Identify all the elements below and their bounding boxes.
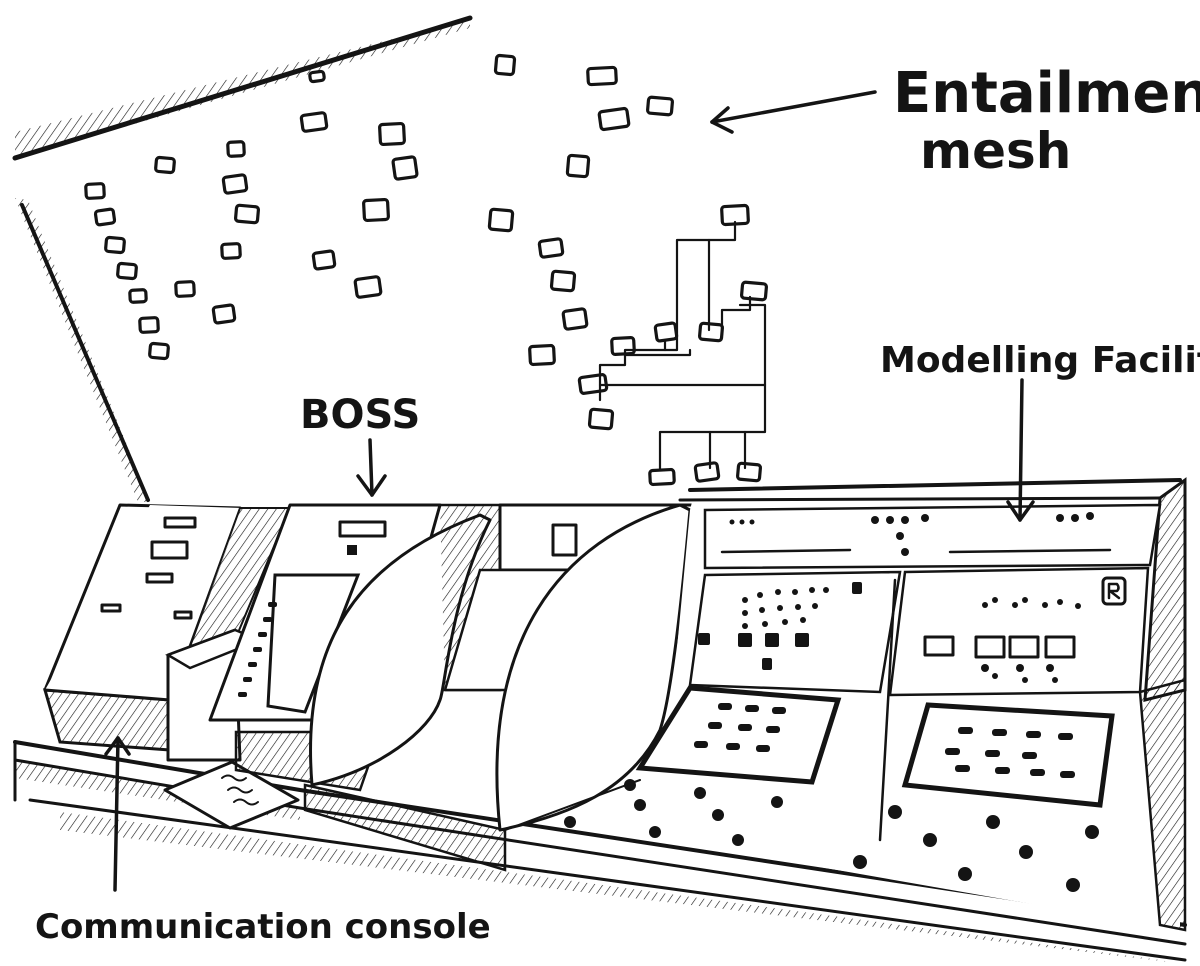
mesh-node bbox=[587, 407, 615, 431]
mesh-node bbox=[537, 237, 565, 259]
arrow-communication bbox=[104, 736, 131, 892]
mesh-nodes bbox=[84, 53, 769, 487]
mesh-node bbox=[739, 280, 769, 302]
mesh-node bbox=[116, 261, 138, 281]
mesh-node bbox=[311, 249, 337, 271]
mesh-node bbox=[648, 467, 676, 487]
mesh-node bbox=[697, 321, 725, 343]
arrow-boss bbox=[356, 438, 387, 497]
mesh-node bbox=[378, 121, 406, 147]
mesh-connector-tree bbox=[598, 220, 767, 472]
mesh-node bbox=[391, 155, 419, 181]
mesh-node bbox=[610, 335, 636, 357]
mesh-node bbox=[211, 303, 237, 325]
mesh-node bbox=[597, 106, 631, 132]
mesh-node bbox=[735, 461, 763, 483]
mesh-node bbox=[653, 321, 679, 343]
mesh-node bbox=[138, 316, 160, 334]
mesh-node bbox=[154, 155, 176, 175]
mesh-node bbox=[528, 343, 556, 367]
mesh-node bbox=[493, 53, 517, 77]
arrow-modelling bbox=[1006, 378, 1035, 522]
mesh-node bbox=[561, 307, 589, 331]
mesh-node bbox=[362, 197, 390, 223]
communication-console bbox=[42, 503, 300, 830]
mesh-node bbox=[93, 207, 117, 227]
mesh-node bbox=[226, 140, 246, 158]
modelling-facility bbox=[504, 477, 1187, 932]
mesh-node bbox=[84, 182, 106, 200]
mesh-node bbox=[645, 95, 675, 117]
console-bank bbox=[13, 477, 1187, 962]
mesh-node bbox=[104, 235, 126, 255]
mesh-node bbox=[148, 341, 170, 361]
label-entailment: Entailment bbox=[893, 61, 1200, 126]
label-communication-console: Communication console bbox=[35, 907, 491, 947]
mesh-node bbox=[586, 65, 618, 87]
curved-wing-right bbox=[495, 503, 692, 832]
mesh-node bbox=[549, 269, 577, 293]
mesh-node bbox=[308, 69, 326, 84]
mesh-node bbox=[233, 203, 261, 225]
entailment-mesh-wall bbox=[12, 0, 473, 502]
curved-wing-left bbox=[303, 503, 507, 872]
label-modelling-facility: Modelling Facility bbox=[880, 340, 1200, 381]
mesh-node bbox=[487, 207, 515, 233]
mesh-node bbox=[128, 288, 148, 304]
mesh-node bbox=[693, 461, 721, 483]
label-mesh: mesh bbox=[920, 122, 1071, 180]
mesh-node bbox=[299, 111, 329, 133]
mesh-node bbox=[221, 173, 249, 195]
arrow-entailment bbox=[710, 90, 877, 134]
annotation-arrows bbox=[104, 90, 1035, 892]
R-icon bbox=[1101, 576, 1127, 606]
mesh-node bbox=[565, 153, 591, 179]
label-boss: BOSS bbox=[300, 392, 420, 438]
mesh-node bbox=[220, 242, 242, 260]
mesh-node bbox=[353, 275, 383, 299]
mesh-node bbox=[174, 280, 196, 298]
